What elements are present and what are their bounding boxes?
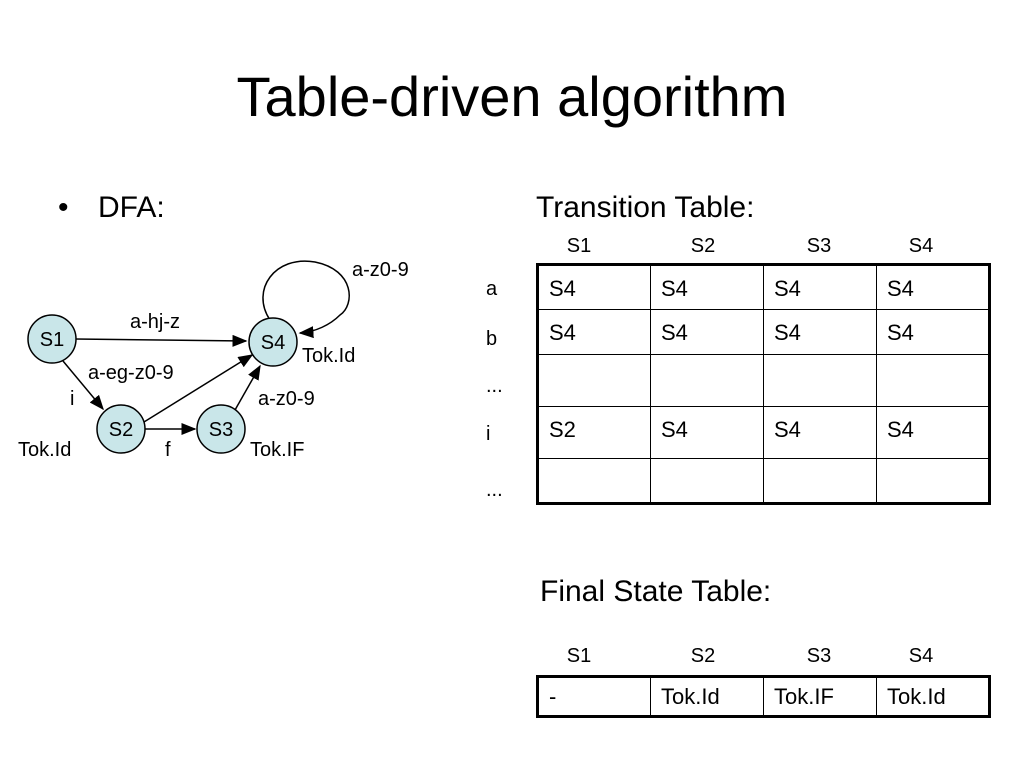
- transition-col-s4: S4: [908, 235, 934, 257]
- transition-table: S4 S4 S4 S4 S4 S4 S4 S4 S2 S4 S4 S4: [536, 263, 991, 505]
- transition-row-label: ...: [486, 479, 503, 501]
- table-cell: [876, 458, 990, 504]
- transition-table-heading: Transition Table:: [536, 191, 755, 224]
- table-cell: S2: [537, 406, 651, 459]
- transition-row-label: b: [486, 328, 498, 350]
- transition-row-label: ...: [486, 375, 503, 397]
- table-cell: S4: [650, 264, 764, 310]
- bullet-marker: •: [58, 191, 69, 224]
- bullet-text: DFA:: [98, 191, 165, 224]
- table-row: S4 S4 S4 S4: [537, 264, 990, 310]
- state-s2: [96, 404, 146, 454]
- edge-label-s2-s4: a-eg-z0-9: [88, 362, 174, 384]
- table-cell: [876, 354, 990, 407]
- table-cell: [763, 458, 877, 504]
- final-label-s4: Tok.Id: [302, 345, 355, 367]
- final-state-table-heading: Final State Table:: [540, 575, 772, 608]
- table-cell: S4: [650, 309, 764, 355]
- final-col-s1: S1: [566, 645, 592, 667]
- transition-col-s3: S3: [806, 235, 832, 257]
- edge-label-s1-s2: i: [70, 388, 74, 410]
- edge-label-s3-s4: a-z0-9: [258, 388, 315, 410]
- table-cell: S4: [876, 309, 990, 355]
- table-cell: [537, 354, 651, 407]
- state-s2-label: S2: [109, 419, 133, 441]
- final-label-s3: Tok.IF: [250, 439, 304, 461]
- edge-label-s4-s4: a-z0-9: [352, 259, 409, 281]
- edge-label-s2-s3: f: [165, 439, 171, 461]
- state-s1: [27, 314, 77, 364]
- table-row: S4 S4 S4 S4: [537, 309, 990, 355]
- table-row: [537, 458, 990, 504]
- transition-row-label: i: [486, 423, 491, 445]
- edge-s3-s4: [234, 364, 261, 411]
- state-s3-label: S3: [209, 419, 233, 441]
- slide-title: Table-driven algorithm: [236, 65, 788, 128]
- table-cell: Tok.Id: [876, 676, 990, 717]
- final-col-s2: S2: [690, 645, 716, 667]
- table-cell: [650, 354, 764, 407]
- final-col-s3: S3: [806, 645, 832, 667]
- table-cell: S4: [763, 406, 877, 459]
- transition-col-s2: S2: [690, 235, 716, 257]
- table-cell: Tok.Id: [650, 676, 764, 717]
- table-cell: S4: [763, 264, 877, 310]
- state-s3: [196, 404, 246, 454]
- table-cell: -: [537, 676, 651, 717]
- table-cell: S4: [650, 406, 764, 459]
- edge-s4-s4: [262, 260, 350, 339]
- state-s1-label: S1: [40, 329, 64, 351]
- edge-label-s1-s4: a-hj-z: [130, 311, 180, 333]
- transition-col-s1: S1: [566, 235, 592, 257]
- final-label-s2: Tok.Id: [18, 439, 71, 461]
- edge-s1-s2: [62, 360, 104, 411]
- state-s4-label: S4: [261, 332, 285, 354]
- table-cell: S4: [876, 406, 990, 459]
- table-row: S2 S4 S4 S4: [537, 406, 990, 459]
- table-cell: [763, 354, 877, 407]
- table-cell: S4: [763, 309, 877, 355]
- state-s4: [248, 317, 298, 367]
- table-cell: Tok.IF: [763, 676, 877, 717]
- table-row: - Tok.Id Tok.IF Tok.Id: [537, 676, 990, 717]
- table-cell: S4: [876, 264, 990, 310]
- table-cell: S4: [537, 264, 651, 310]
- final-state-table: - Tok.Id Tok.IF Tok.Id: [536, 675, 991, 718]
- table-cell: [650, 458, 764, 504]
- table-cell: S4: [537, 309, 651, 355]
- dfa-bullet: • DFA:: [58, 188, 165, 228]
- transition-row-label: a: [486, 278, 498, 300]
- edge-s1-s4: [74, 334, 248, 347]
- table-cell: [537, 458, 651, 504]
- table-row: [537, 354, 990, 407]
- final-col-s4: S4: [908, 645, 934, 667]
- edge-s2-s4: [143, 354, 254, 423]
